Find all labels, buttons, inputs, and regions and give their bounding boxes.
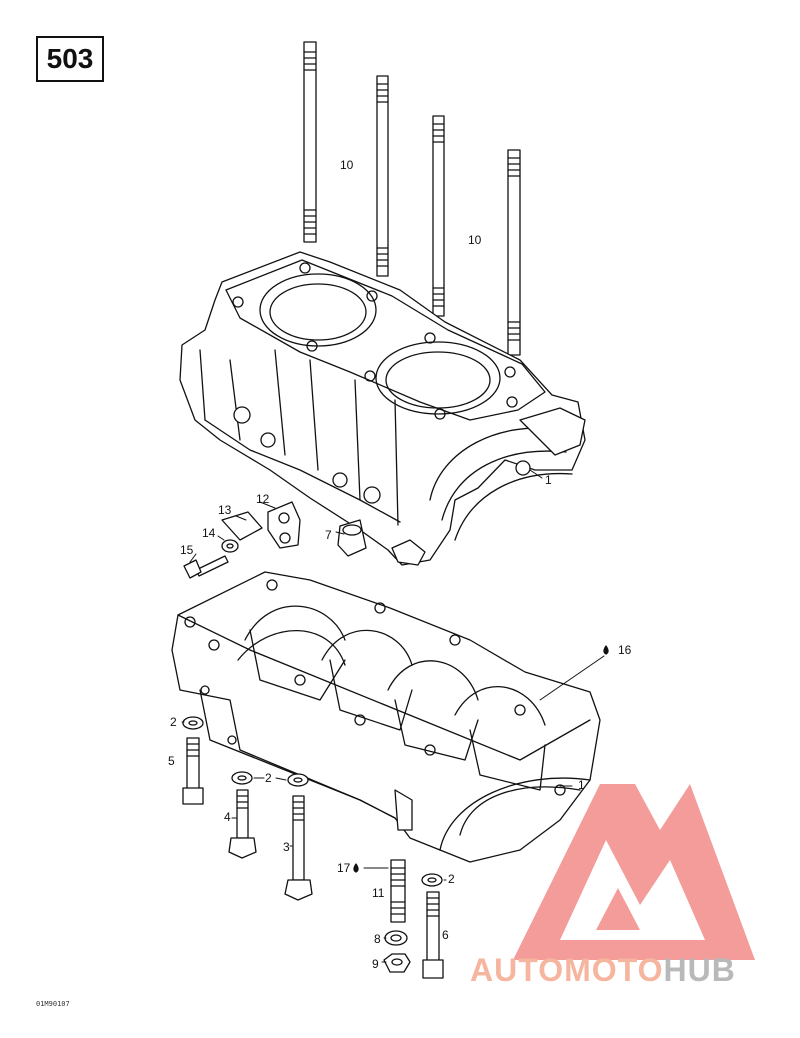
callout-7: 7	[325, 528, 332, 542]
bolt-4	[228, 789, 257, 859]
stud-11	[390, 859, 406, 923]
callout-14: 14	[202, 526, 216, 540]
callout-16: 16	[618, 643, 632, 657]
callout-10-a: 10	[340, 158, 354, 172]
washer-2b	[231, 771, 253, 785]
bolt-3	[284, 795, 313, 901]
callout-12: 12	[256, 492, 270, 506]
page-number-box: 503	[36, 36, 104, 82]
stud-4	[507, 149, 521, 356]
callout-5: 5	[168, 754, 175, 768]
stud-2	[376, 75, 389, 277]
watermark-text-part1: AUTOMOTO	[470, 952, 664, 988]
callout-15: 15	[180, 543, 194, 557]
callout-17: 17	[337, 861, 351, 875]
callout-3: 3	[283, 840, 290, 854]
bracket-12	[267, 501, 301, 549]
sealant-drop-16	[603, 645, 609, 655]
washer-2a	[182, 716, 204, 730]
callout-11: 11	[372, 886, 385, 900]
callout-8: 8	[374, 932, 381, 946]
screw-5	[182, 737, 204, 805]
watermark-text: AUTOMOTOHUB	[470, 952, 736, 989]
clip-13	[221, 511, 263, 541]
screw-6	[422, 891, 444, 979]
callout-1-a: 1	[545, 473, 552, 487]
callout-13: 13	[218, 503, 232, 517]
sealant-drop-17	[353, 863, 359, 873]
washer-8	[384, 930, 408, 946]
washer-2d	[421, 873, 443, 887]
callout-2-c: 2	[448, 872, 455, 886]
washer-2c	[287, 773, 309, 787]
stud-3	[432, 115, 445, 317]
callout-4: 4	[224, 810, 231, 824]
stud-1	[303, 41, 317, 243]
bolt-15	[183, 555, 229, 579]
callout-10-b: 10	[468, 233, 482, 247]
nut-9	[383, 953, 411, 973]
callout-2-a: 2	[170, 715, 177, 729]
upper-crankcase	[179, 251, 586, 566]
grommet-7	[337, 519, 367, 557]
callout-6: 6	[442, 928, 449, 942]
diagram-code: 01M90107	[36, 1000, 70, 1008]
washer-14	[221, 539, 239, 553]
watermark-text-part2: HUB	[663, 952, 736, 988]
callout-9: 9	[372, 957, 379, 971]
callout-2-b: 2	[265, 771, 272, 785]
callout-1-b: 1	[578, 778, 585, 792]
watermark-logo	[513, 784, 755, 960]
lower-crankcase	[171, 571, 601, 863]
